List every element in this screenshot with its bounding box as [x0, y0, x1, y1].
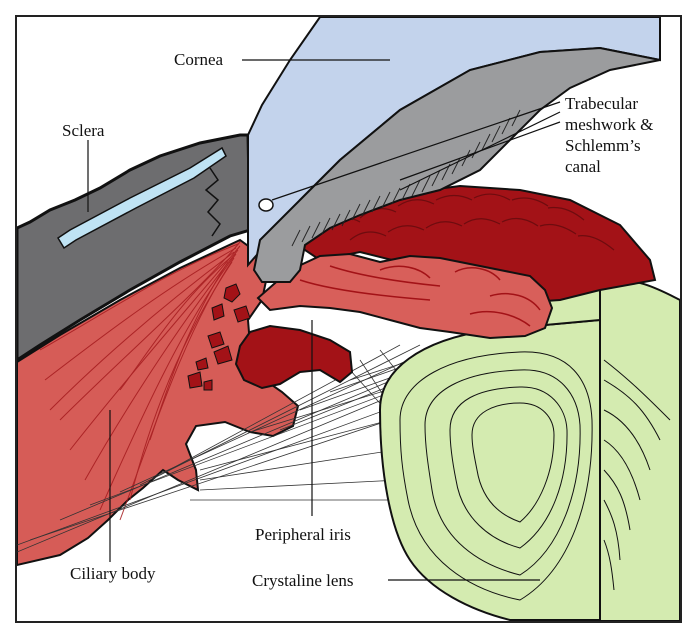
trabecular-hatching	[291, 109, 521, 247]
ciliary-muscle-fibers	[39, 241, 241, 521]
crystaline-lens-shape	[378, 276, 680, 621]
ciliary-processes	[187, 283, 251, 391]
sclera-label: Sclera	[62, 121, 105, 140]
trabecular-label-line1: Trabecular	[565, 94, 639, 113]
zonule-fibers	[17, 344, 461, 553]
trabecular-label-line3: Schlemm’s	[565, 136, 641, 155]
trabecular-label-line2: meshwork &	[565, 115, 654, 134]
leader-lines	[87, 59, 561, 581]
cornea-label: Cornea	[174, 50, 224, 69]
crystaline-lens-label: Crystaline lens	[252, 571, 354, 590]
schlemm-canal-stripe	[56, 146, 227, 250]
ciliary-body-label: Ciliary body	[70, 564, 156, 583]
peripheral-iris-shape	[234, 184, 657, 390]
peripheral-iris-label: Peripheral iris	[255, 525, 351, 544]
scleral-spur-line	[204, 167, 221, 237]
schlemm-canal-opening	[258, 198, 274, 212]
trabecular-label-line4: canal	[565, 157, 601, 176]
sclera-shape	[17, 133, 252, 362]
